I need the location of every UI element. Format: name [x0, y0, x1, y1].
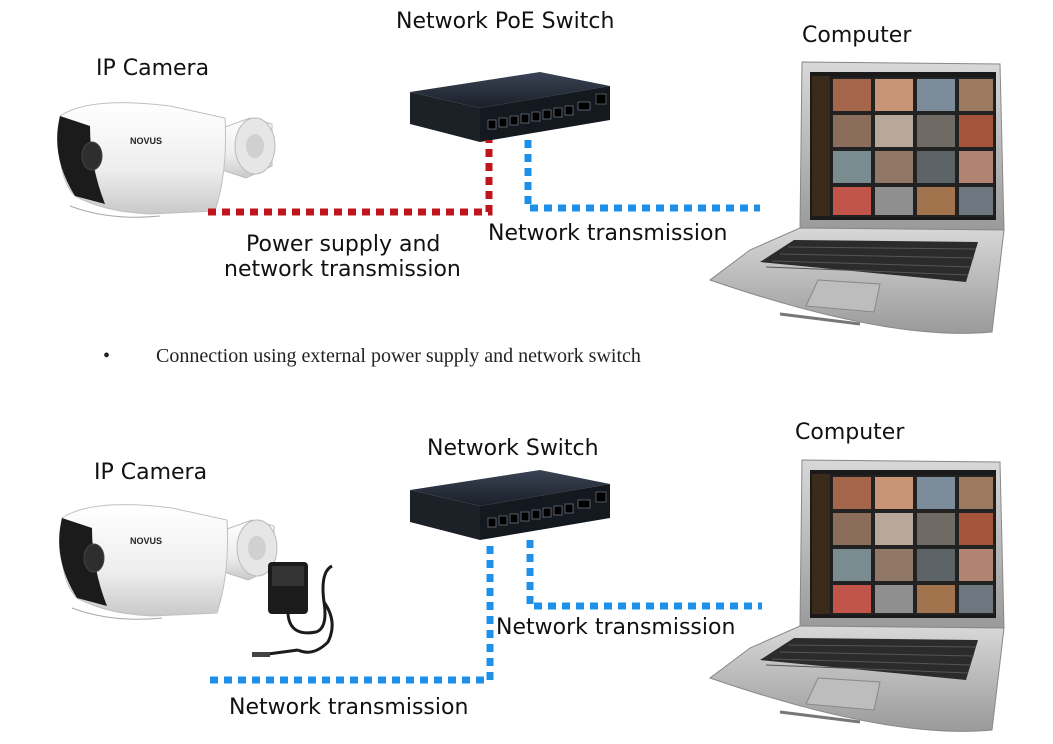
- network-line-switch-to-computer-1: [524, 140, 760, 212]
- ip-camera-label-2: IP Camera: [94, 460, 208, 485]
- network-line-camera-to-switch: [210, 540, 494, 684]
- poe-switch-image: [409, 71, 611, 143]
- power-and-data-line: [208, 140, 493, 216]
- network-switch-label: Network Switch: [427, 436, 599, 461]
- caption-text: Connection using external power supply a…: [156, 345, 641, 367]
- power-network-label-line2: network transmission: [224, 257, 461, 282]
- network-switch-image: [409, 469, 611, 541]
- ip-camera-label-1: IP Camera: [96, 56, 210, 81]
- power-network-label-line1: Power supply and: [246, 232, 441, 257]
- camera-brand-logo-2: NOVUS: [130, 536, 162, 546]
- computer-image-1: [708, 60, 1006, 335]
- network-transmission-label-1: Network transmission: [488, 221, 728, 246]
- camera-brand-logo-1: NOVUS: [130, 136, 162, 146]
- network-line-switch-to-computer-2: [526, 540, 762, 610]
- poe-switch-label: Network PoE Switch: [396, 9, 615, 34]
- network-transmission-label-3: Network transmission: [229, 695, 469, 720]
- computer-label-1: Computer: [802, 23, 912, 48]
- ip-camera-image-1: [56, 102, 276, 218]
- computer-image-2: [708, 458, 1006, 733]
- caption-bullet: •: [103, 345, 111, 367]
- ip-camera-image-2: [58, 504, 278, 620]
- power-adapter-image: [250, 560, 334, 659]
- network-transmission-label-2: Network transmission: [496, 615, 736, 640]
- computer-label-2: Computer: [795, 420, 905, 445]
